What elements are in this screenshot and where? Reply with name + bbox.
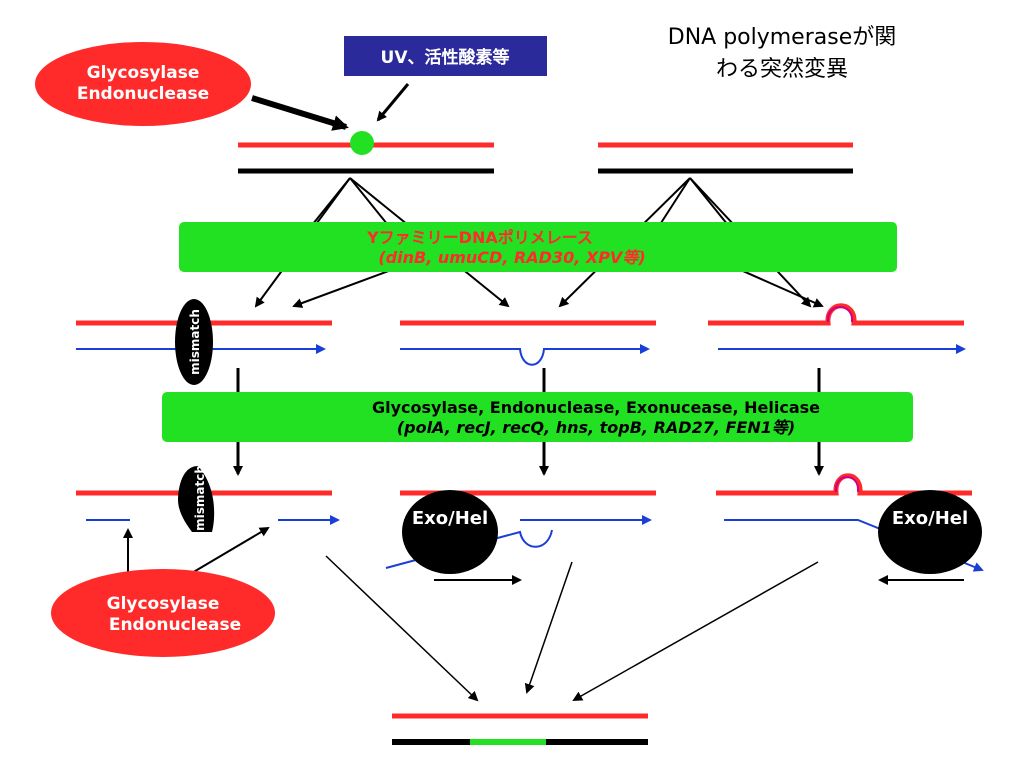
mismatch-label-1: mismatch xyxy=(188,309,202,375)
uv-box-label: UV、活性酸素等 xyxy=(381,47,510,68)
y-family-line-2: (dinB, umuCD, RAD30, XPV等) xyxy=(378,248,645,267)
y-family-box: YファミリーDNAポリメレース (dinB, umuCD, RAD30, XPV… xyxy=(179,222,897,272)
uv-box: UV、活性酸素等 xyxy=(344,36,547,76)
arrow-uv-to-lesion xyxy=(376,83,410,122)
exohel-node-right: Exo/Hel xyxy=(878,490,982,574)
dna-normal-top xyxy=(598,142,853,174)
glycosylase-ellipse-bottom: Glycosylase Endonuclease xyxy=(51,569,275,657)
dna-middle-right xyxy=(708,303,966,354)
glycosylase-top-line-1: Glycosylase xyxy=(87,63,200,83)
arrow-glycosylase-to-lesion xyxy=(251,95,349,131)
convergence-arrows xyxy=(325,555,819,702)
y-family-line-1: YファミリーDNAポリメレース xyxy=(366,228,593,247)
title-line-1: DNA polymeraseが関 xyxy=(668,25,897,50)
dna-middle-center xyxy=(400,320,656,366)
lesion-dot xyxy=(350,131,374,155)
mismatch-label-2: mismatch xyxy=(193,465,207,531)
mismatch-marker-1: mismatch xyxy=(175,299,213,385)
glycosylase-bottom-line-1: Glycosylase xyxy=(107,594,220,614)
exohel-label-right: Exo/Hel xyxy=(892,508,968,529)
glycosylase-ellipse-top: Glycosylase Endonuclease xyxy=(35,42,251,126)
mismatch-marker-2: mismatch xyxy=(178,465,215,532)
exohel-node-center: Exo/Hel xyxy=(402,490,498,574)
glycosylase-top-line-2: Endonuclease xyxy=(77,84,209,104)
glycosylase-bottom-line-2: Endonuclease xyxy=(109,615,241,635)
title-line-2: わる突然変異 xyxy=(716,57,848,82)
repair-enzymes-box: Glycosylase, Endonuclease, Exonucease, H… xyxy=(162,392,913,442)
dna-final-mutated xyxy=(392,713,648,745)
dna-damaged-top xyxy=(238,131,494,174)
exohel-label-center: Exo/Hel xyxy=(412,508,488,529)
repair-line-2: (polA, recJ, recQ, hns, topB, RAD27, FEN… xyxy=(397,418,795,437)
repair-line-1: Glycosylase, Endonuclease, Exonucease, H… xyxy=(372,398,820,417)
